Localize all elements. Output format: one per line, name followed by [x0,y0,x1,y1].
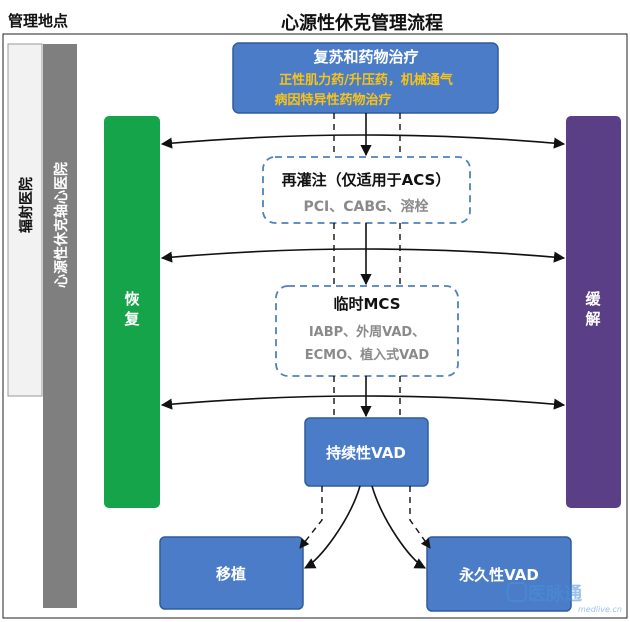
recover-label-2: 复 [123,310,140,328]
dashed-vad-permanent [409,486,431,549]
arrow-row-1 [160,134,566,149]
durable-vad-title: 持续性VAD [326,444,406,462]
axis-hospital-bar [43,44,77,608]
connector-vad-transplant [304,485,361,569]
relief-bar [566,116,621,508]
resuscitation-line1: 正性肌力药/升压药，机械通气 [279,72,453,88]
transplant-title: 移植 [216,565,246,583]
temporary-mcs-title: 临时MCS [333,295,400,313]
outer-frame [2,33,628,619]
dashed-vad-transplant [299,486,323,549]
watermark-logo: 医脉通 medlive.cn [507,582,622,614]
connector-vad-permanent [371,485,426,569]
relief-label-1: 缓 [585,290,601,308]
watermark-icon [507,582,527,602]
radiating-hospital-label: 辐射医院 [18,177,35,233]
arrow-row-2 [160,248,566,263]
horizontal-arrows [160,134,566,410]
durable-vad-box [304,417,429,487]
temporary-mcs-box [275,285,459,377]
axis-hospital-label: 心源性休克轴心医院 [53,162,70,288]
location-header: 管理地点 [8,12,68,30]
radiating-hospital-bar [7,43,43,397]
temporary-mcs-line1: IABP、外周VAD、 [309,324,425,340]
relief-label-2: 解 [585,310,600,328]
reperfusion-title: 再灌注（仅适用于ACS） [282,171,451,189]
watermark-text: 医脉通 [528,583,582,605]
recover-bar [104,116,160,508]
reperfusion-detail: PCI、CABG、溶栓 [303,198,428,215]
temporary-mcs-line2: ECMO、植入式VAD [305,347,430,363]
arrow-row-3 [160,395,566,410]
permanent-vad-title: 永久性VAD [458,566,539,584]
diagram-title: 心源性休克管理流程 [281,12,443,34]
recover-label-1: 恢 [124,290,139,308]
permanent-vad-box [426,536,572,612]
resuscitation-title: 复苏和药物治疗 [312,48,418,66]
watermark-url: medlive.cn [578,605,622,614]
resuscitation-line2: 病因特异性药物治疗 [274,92,391,108]
transplant-box [159,536,304,610]
